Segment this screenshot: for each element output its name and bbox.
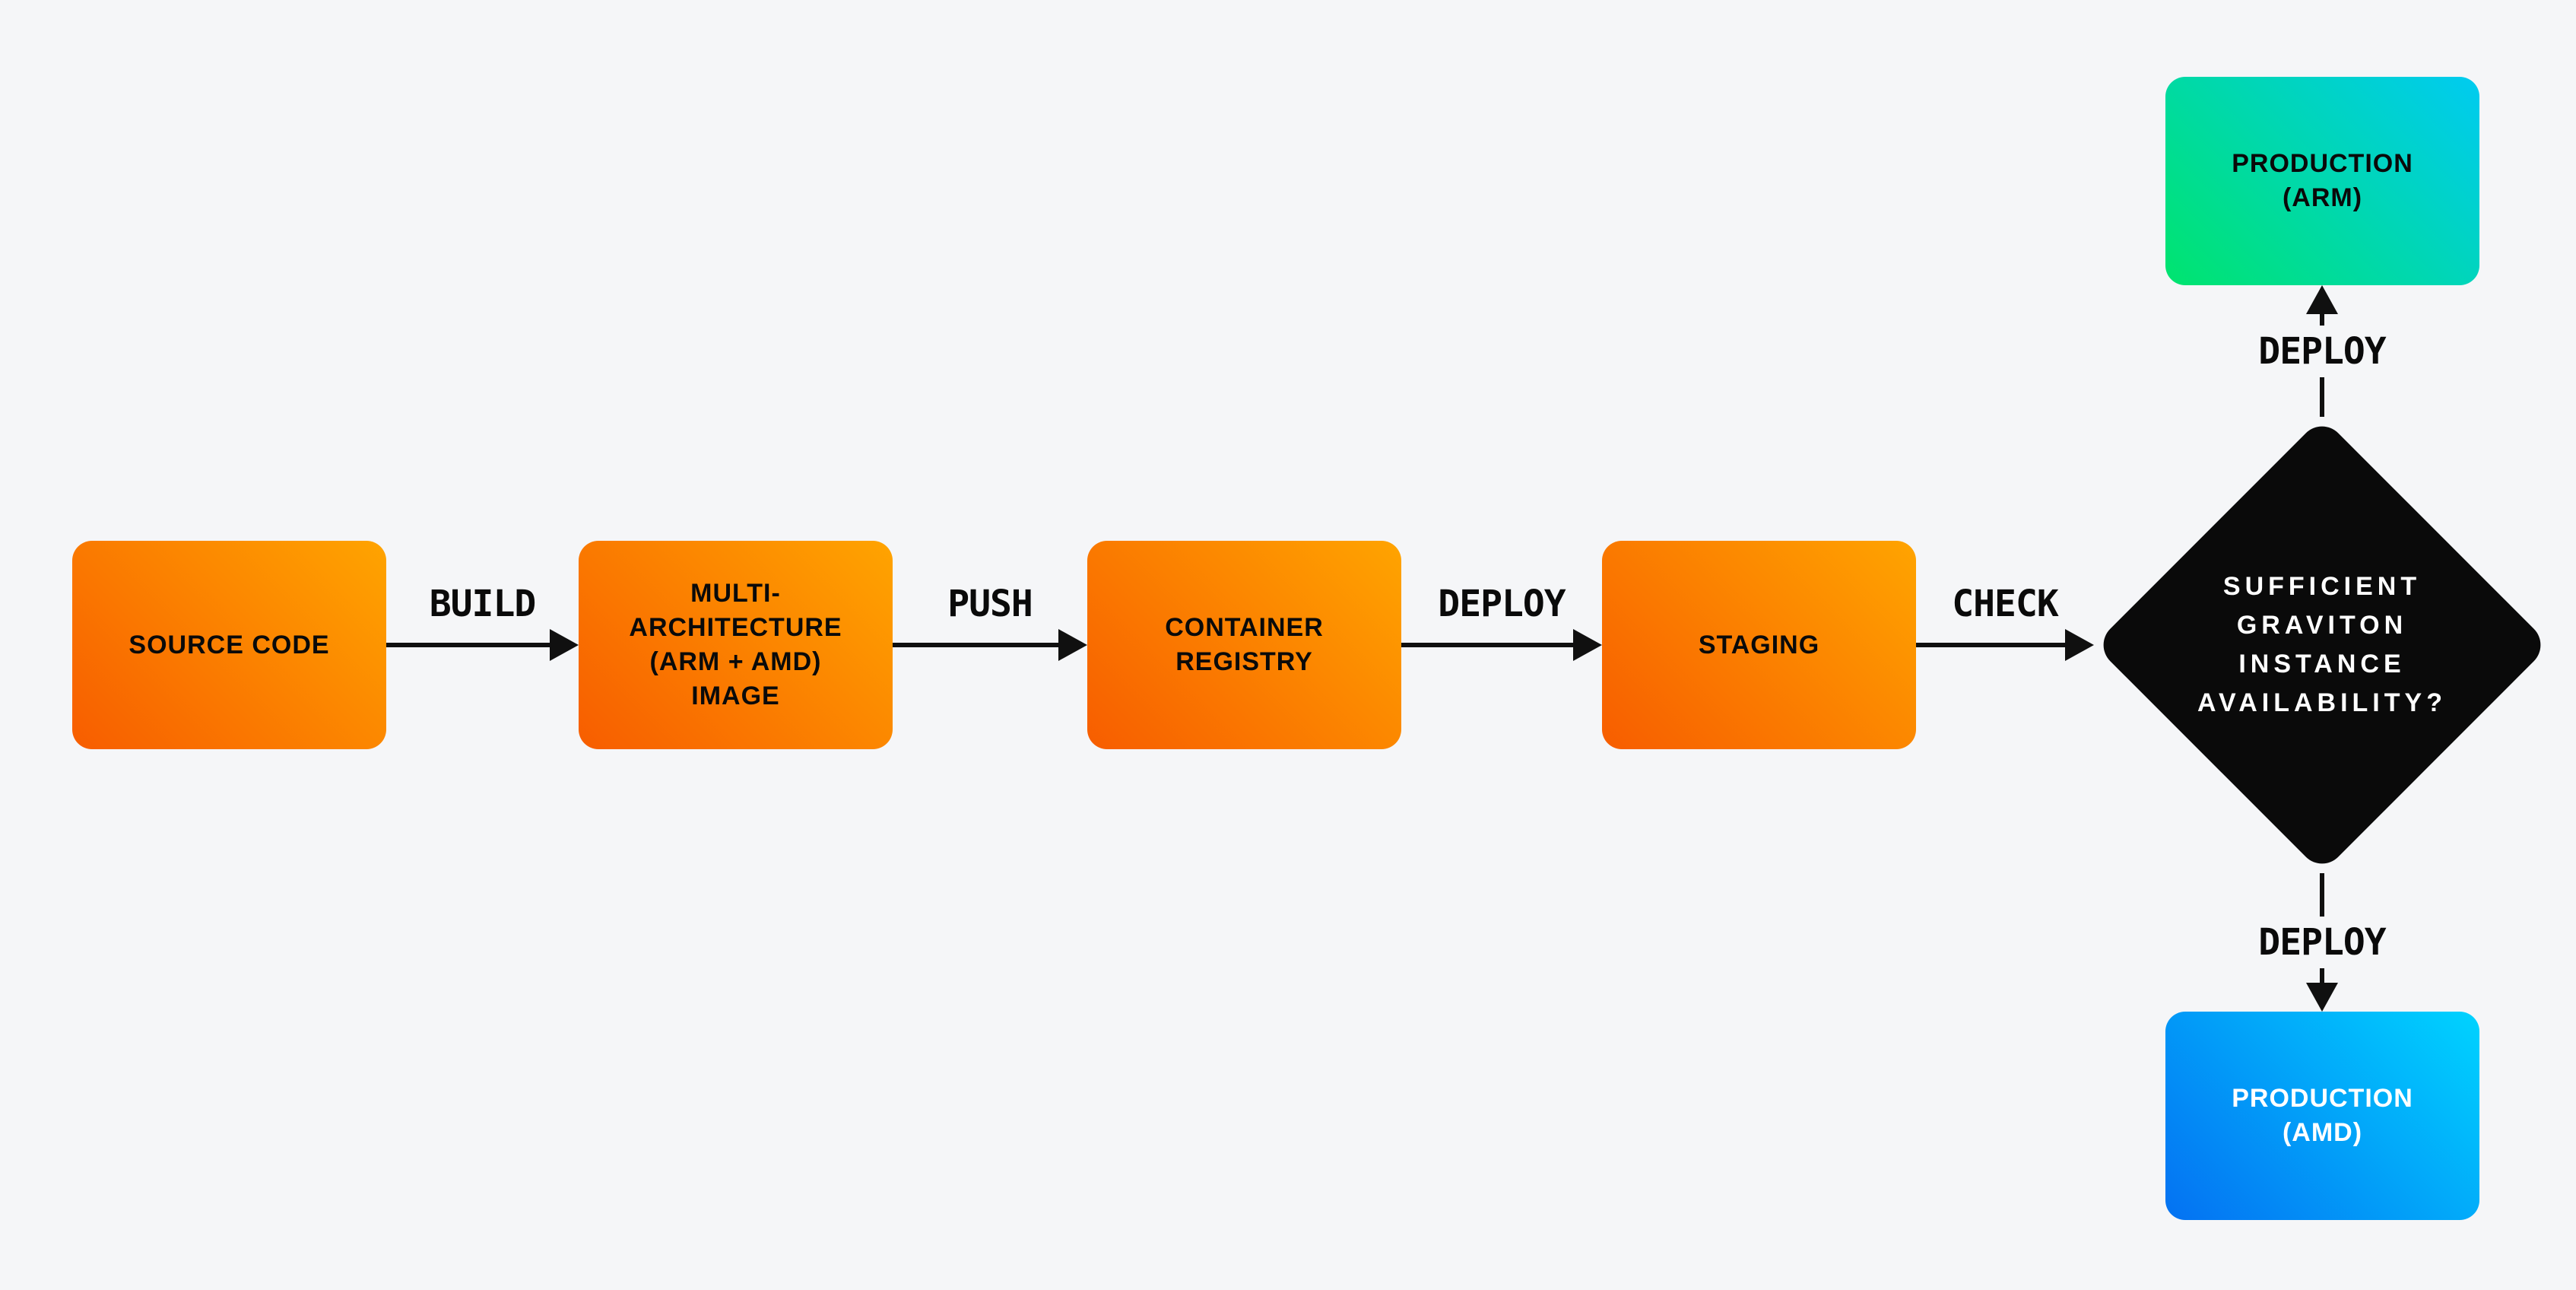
edge-deploy-staging: DEPLOY: [1401, 541, 1602, 749]
edge-push: PUSH: [893, 541, 1087, 749]
edge-push-line: [893, 643, 1064, 647]
node-production-arm: PRODUCTION (ARM): [2165, 77, 2479, 285]
node-source-code: SOURCE CODE: [72, 541, 386, 749]
decision-diamond-label: SUFFICIENT GRAVITON INSTANCE AVAILABILIT…: [2197, 572, 2447, 717]
edge-push-label: PUSH: [947, 583, 1033, 625]
node-production-arm-label: PRODUCTION (ARM): [2232, 149, 2413, 212]
edge-deploy-arm-label: DEPLOY: [2255, 325, 2389, 377]
node-container-registry: CONTAINER REGISTRY: [1087, 541, 1401, 749]
edge-check: CHECK: [1916, 541, 2094, 749]
edge-build-line: [386, 643, 556, 647]
edge-deploy-amd: DEPLOY: [2255, 873, 2389, 1012]
node-production-amd-label: PRODUCTION (AMD): [2232, 1084, 2413, 1147]
arrowhead-right-icon: [1058, 629, 1087, 661]
edge-check-label: CHECK: [1952, 583, 2058, 625]
arrowhead-up-icon: [2306, 285, 2338, 314]
node-staging: STAGING: [1602, 541, 1916, 749]
node-container-registry-label: CONTAINER REGISTRY: [1165, 613, 1324, 676]
decision-diamond: SUFFICIENT GRAVITON INSTANCE AVAILABILIT…: [2094, 417, 2550, 873]
edge-build: BUILD: [386, 541, 579, 749]
arrowhead-right-icon: [550, 629, 579, 661]
node-multi-architecture-image: MULTI- ARCHITECTURE (ARM + AMD) IMAGE: [579, 541, 893, 749]
edge-check-line: [1916, 643, 2071, 647]
node-source-code-label: SOURCE CODE: [128, 630, 330, 659]
arrowhead-down-icon: [2306, 983, 2338, 1012]
arrowhead-right-icon: [2065, 629, 2094, 661]
edge-deploy-staging-label: DEPLOY: [1438, 583, 1566, 625]
edge-deploy-staging-line: [1401, 643, 1579, 647]
arrowhead-right-icon: [1573, 629, 1602, 661]
node-multi-architecture-image-label: MULTI- ARCHITECTURE (ARM + AMD) IMAGE: [629, 579, 842, 710]
edge-build-label: BUILD: [429, 583, 536, 625]
edge-deploy-amd-label: DEPLOY: [2255, 917, 2389, 968]
edge-deploy-arm: DEPLOY: [2255, 285, 2389, 417]
node-staging-label: STAGING: [1698, 630, 1820, 659]
node-production-amd: PRODUCTION (AMD): [2165, 1012, 2479, 1220]
